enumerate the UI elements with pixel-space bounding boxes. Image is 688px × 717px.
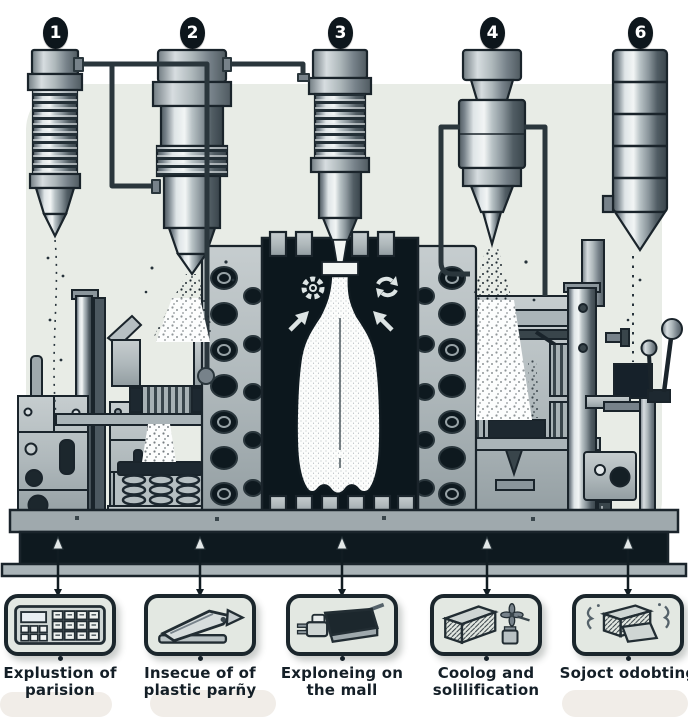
stage-badge-1: 1 — [43, 17, 68, 49]
nozzle-1 — [26, 48, 84, 239]
machine-base — [0, 508, 688, 578]
plug-device-icon — [296, 602, 385, 643]
caption-line: Insecue of of — [144, 664, 256, 682]
stage-card-4 — [430, 594, 542, 656]
machine-illustration — [0, 48, 688, 597]
stage-caption-5: Sojoct odobting — [553, 656, 688, 682]
caption-dot — [483, 656, 489, 661]
gear-icon — [301, 276, 325, 300]
rotate-arrows-icon — [376, 276, 398, 298]
nozzle-5 — [601, 48, 669, 253]
stage-card-1 — [4, 594, 116, 656]
base-pin-markers — [52, 535, 634, 550]
shadow-blob — [150, 690, 276, 717]
stage-card-3 — [286, 594, 398, 656]
shadow-blob — [562, 690, 688, 717]
shadow-blob — [0, 692, 112, 717]
nozzle-4 — [457, 48, 527, 249]
stage-card-2 — [144, 594, 256, 656]
bottle — [295, 274, 382, 495]
arrow-up-right-icon — [288, 311, 309, 332]
spray-nozzle1 — [46, 239, 65, 417]
cooling-fan-block-icon — [441, 603, 530, 645]
stage-badge-2: 2 — [180, 17, 205, 49]
stage-caption-3: Exploneing on the mall — [267, 656, 417, 698]
caption-line: solilification — [432, 680, 540, 699]
stage-badge-3: 3 — [328, 17, 353, 49]
stapler-tool-icon — [158, 608, 246, 644]
caption-line: Sojoct odobting — [559, 664, 688, 682]
spray-nozzle2 — [142, 260, 235, 462]
stage-card-5 — [572, 594, 684, 656]
caption-dot — [57, 656, 63, 661]
drip-nozzle5 — [626, 256, 642, 362]
caption-dot — [197, 656, 203, 661]
caption-line: the mall — [306, 680, 378, 699]
stage-caption-1: Explustion of parision — [0, 656, 135, 698]
stage-badge-5: 6 — [628, 17, 653, 49]
stage-caption-2: Insecue of of plastic parñy — [125, 656, 275, 698]
caption-dot — [625, 656, 631, 661]
caption-line: plastic parñy — [143, 680, 257, 699]
pipes — [73, 57, 548, 385]
arrow-up-left-icon — [373, 311, 394, 332]
keypad-device-icon — [14, 605, 106, 645]
caption-line: Coolog and — [437, 664, 535, 682]
stage-pointers — [52, 535, 634, 597]
caption-line: Explustion of — [3, 664, 117, 682]
stage-caption-4: Coolog and solilification — [411, 656, 561, 698]
mold-bolts — [210, 266, 466, 506]
caption-dot — [339, 656, 345, 661]
caption-line: parision — [24, 680, 96, 699]
caption-line: Exploneing on — [280, 664, 404, 682]
spray-nozzle4 — [460, 248, 540, 420]
ejection-block-icon — [586, 603, 670, 643]
nozzle-3 — [307, 48, 373, 276]
stage-badge-4: 4 — [480, 17, 505, 49]
